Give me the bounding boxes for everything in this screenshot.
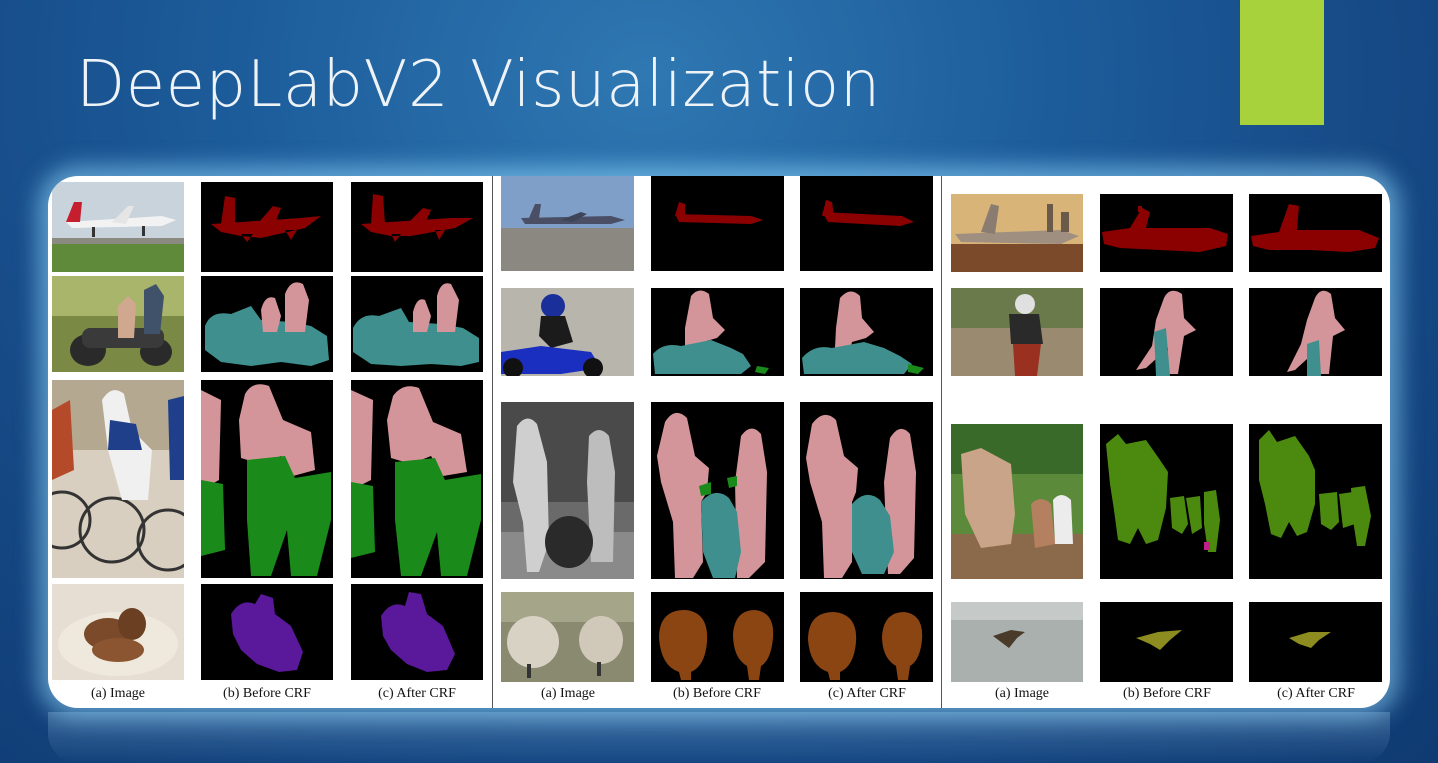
input-image-cyclists [52,380,184,578]
mask-after-crf-sheep [800,592,933,682]
mask-after-crf-motocross [800,288,933,376]
column-divider [492,176,493,708]
input-image-sheep [501,592,634,682]
mask-after-crf-cyclists [351,380,483,578]
mask-before-crf-jet [651,176,784,271]
accent-bar [1240,0,1324,125]
mask-after-crf-vintage-couple [800,402,933,579]
slide-title: DeepLabV2 Visualization [76,48,881,122]
caption-image: (a) Image [540,686,596,701]
input-image-bird [951,602,1083,682]
mask-before-crf-bird [1100,602,1233,682]
input-image-jet [501,176,634,271]
mask-before-crf-motocross [651,288,784,376]
input-image-cows [951,424,1083,579]
card-reflection [48,712,1390,763]
caption-after-crf: (c) After CRF [828,686,906,701]
caption-before-crf: (b) Before CRF [223,686,311,701]
input-image-motocross [501,288,634,376]
mask-after-crf-cows [1249,424,1382,579]
mask-after-crf-airplane [351,182,483,272]
mask-before-crf-vintage-couple [651,402,784,579]
input-image-vintage-couple [501,402,634,579]
caption-after-crf: (c) After CRF [378,686,456,701]
input-image-airplane [52,182,184,272]
mask-before-crf-cyclists [201,380,333,578]
column-divider [941,176,942,708]
figure-panel: (a) Image (b) Before CRF (c) After CRF [48,176,1390,708]
input-image-dirt-bike [951,288,1083,376]
mask-before-crf-airplane [201,182,333,272]
mask-after-crf-bird [1249,602,1382,682]
input-image-tarmac-plane [951,194,1083,272]
caption-before-crf: (b) Before CRF [1123,686,1211,701]
mask-after-crf-motorbike-riders [351,276,483,372]
input-image-dogs [52,584,184,680]
caption-after-crf: (c) After CRF [1277,686,1355,701]
caption-before-crf: (b) Before CRF [673,686,761,701]
mask-after-crf-jet [800,176,933,271]
input-image-motorbike-riders [52,276,184,372]
mask-after-crf-dirt-bike [1249,288,1382,376]
mask-before-crf-dirt-bike [1100,288,1233,376]
caption-image: (a) Image [90,686,146,701]
caption-image: (a) Image [994,686,1050,701]
mask-before-crf-motorbike-riders [201,276,333,372]
mask-after-crf-dogs [351,584,483,680]
mask-before-crf-tarmac-plane [1100,194,1233,272]
mask-after-crf-tarmac-plane [1249,194,1382,272]
mask-before-crf-cows [1100,424,1233,579]
mask-before-crf-sheep [651,592,784,682]
mask-before-crf-dogs [201,584,333,680]
